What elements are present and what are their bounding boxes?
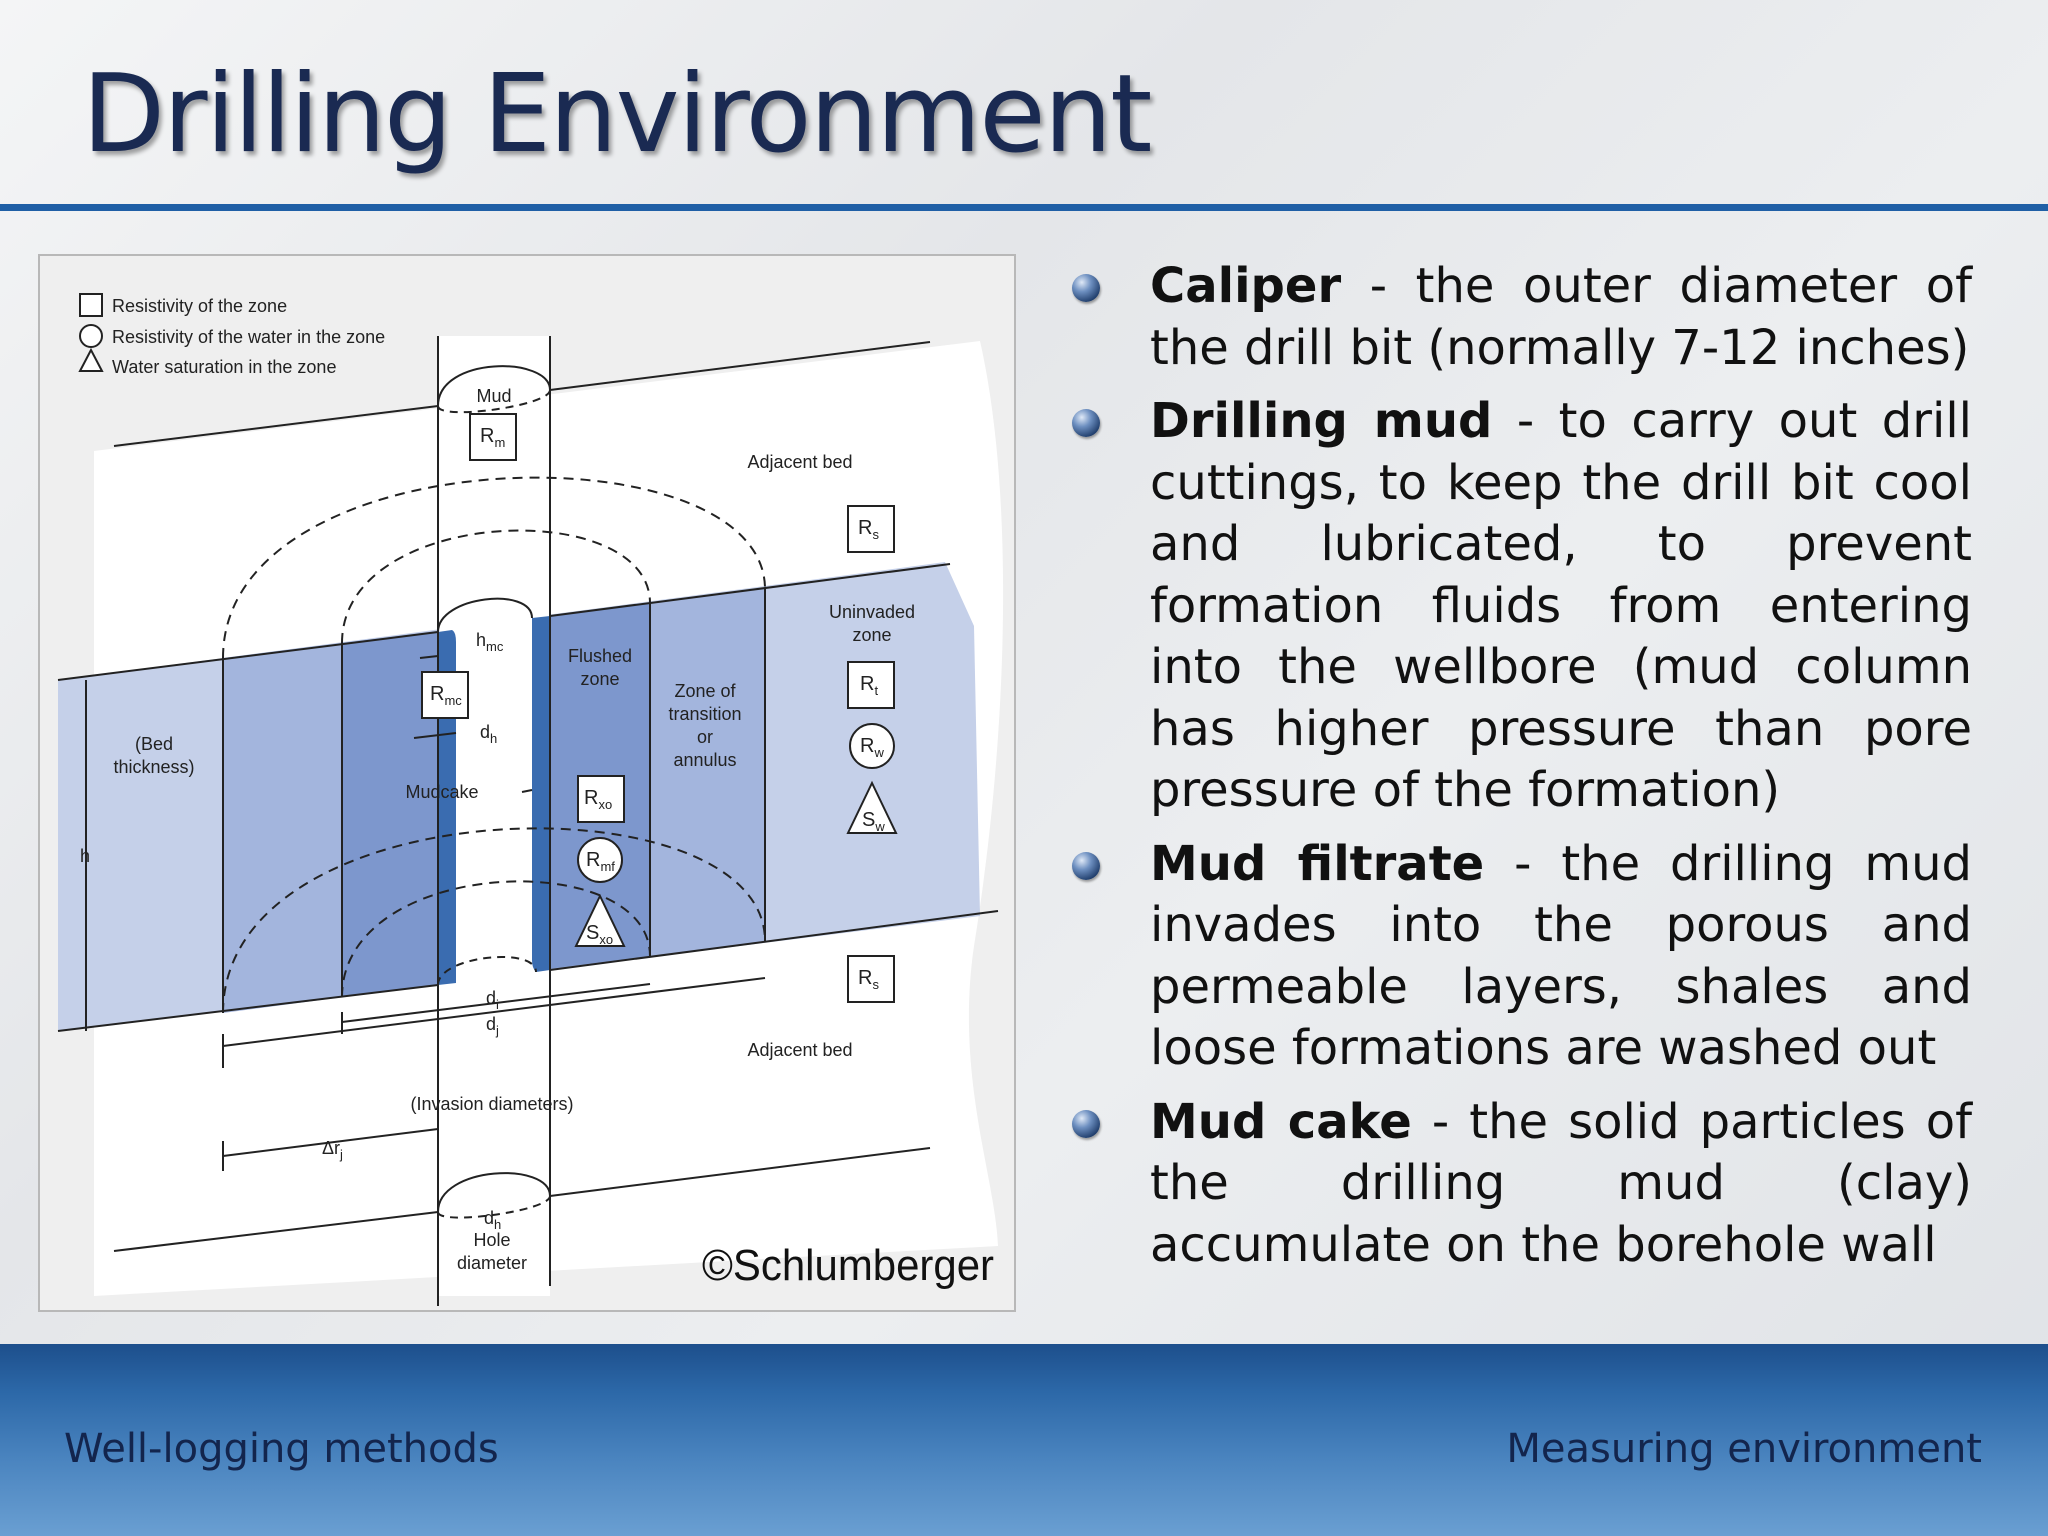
legend-triangle-icon — [78, 347, 104, 372]
symbol-rm: Rm — [480, 425, 505, 450]
bullet-desc: - to carry out drill cuttings, to keep t… — [1150, 393, 1972, 818]
footer-left-text: Well-logging methods — [64, 1426, 499, 1472]
symbol-rt: Rt — [860, 673, 878, 698]
legend-triangle-label: Water saturation in the zone — [112, 357, 336, 377]
flushed-zone-left — [342, 630, 448, 997]
label-dh-mid: dh — [480, 722, 497, 746]
mudcake-right — [532, 616, 550, 972]
copyright: ©Schlumberger — [702, 1241, 994, 1290]
label-adjacent-bed-top: Adjacent bed — [747, 452, 852, 472]
bullet-text: Mud filtrate - the drilling mud invades … — [1150, 834, 1972, 1080]
symbol-sw: Sw — [862, 809, 885, 834]
label-dh-bottom: dh — [484, 1208, 501, 1232]
legend-circle-label: Resistivity of the water in the zone — [112, 327, 385, 347]
footer-band — [0, 1344, 2048, 1536]
legend-square-label: Resistivity of the zone — [112, 296, 287, 316]
bullet-desc: - the outer diameter of the drill bit (n… — [1150, 258, 1972, 376]
bullet-item: Caliper - the outer diameter of the dril… — [1072, 256, 1972, 379]
bullet-dot-icon — [1072, 409, 1100, 437]
label-transition-3: or — [697, 727, 713, 747]
label-delta-rj: Δrj — [322, 1138, 343, 1162]
label-bed-thickness-2: thickness) — [113, 757, 194, 777]
slide-title: Drilling Environment — [82, 52, 1153, 177]
bullet-dot-icon — [1072, 851, 1100, 880]
borehole-diagram: Resistivity of the zone Resistivity of t… — [38, 254, 1016, 1312]
label-hole-1: Hole — [473, 1230, 510, 1250]
borehole — [438, 336, 550, 1296]
label-transition-4: annulus — [673, 750, 736, 770]
label-uninvaded-2: zone — [852, 625, 891, 645]
label-transition-2: transition — [668, 704, 741, 724]
title-underline — [0, 204, 2048, 211]
bullet-list: Caliper - the outer diameter of the dril… — [1072, 256, 1972, 1288]
label-invasion: (Invasion diameters) — [410, 1094, 573, 1114]
label-bed-thickness-1: (Bed — [135, 734, 173, 754]
symbol-rs-bottom: Rs — [858, 967, 879, 992]
label-mudcake: Mudcake — [405, 782, 478, 802]
label-uninvaded-1: Uninvaded — [829, 602, 915, 622]
footer-right-text: Measuring environment — [1506, 1426, 1982, 1472]
bullet-desc: - the solid particles of the drilling mu… — [1150, 1093, 1973, 1273]
bullet-term: Drilling mud — [1150, 393, 1493, 449]
symbol-rmf: Rmf — [586, 849, 615, 874]
bullet-term: Mud cake — [1150, 1093, 1412, 1150]
bullet-item: Mud cake - the solid particles of the dr… — [1072, 1092, 1972, 1277]
label-transition-1: Zone of — [674, 681, 736, 701]
legend-circle-icon — [79, 324, 103, 348]
label-dj: dj — [486, 1014, 499, 1038]
symbol-rs-top: Rs — [858, 517, 879, 542]
label-hmc: hmc — [476, 630, 504, 654]
label-flushed-2: zone — [580, 669, 619, 689]
bullet-text: Caliper - the outer diameter of the dril… — [1150, 256, 1972, 379]
label-di: di — [486, 988, 499, 1012]
bullet-dot-icon — [1072, 1109, 1100, 1138]
symbol-rmc: Rmc — [430, 683, 462, 708]
bullet-text: Drilling mud - to carry out drill cuttin… — [1150, 391, 1972, 822]
bullet-dot-icon — [1072, 274, 1100, 302]
legend-square-icon — [79, 293, 103, 317]
bullet-desc: - the drilling mud invades into the poro… — [1150, 835, 1973, 1077]
symbol-rw: Rw — [860, 735, 884, 760]
label-adjacent-bed-bottom: Adjacent bed — [747, 1040, 852, 1060]
bullet-item: Mud filtrate - the drilling mud invades … — [1072, 834, 1972, 1080]
bullet-term: Caliper — [1150, 258, 1342, 314]
label-flushed-1: Flushed — [568, 646, 632, 666]
bullet-item: Drilling mud - to carry out drill cuttin… — [1072, 391, 1972, 822]
bullet-text: Mud cake - the solid particles of the dr… — [1150, 1092, 1972, 1277]
label-h: h — [80, 846, 90, 866]
symbol-rxo: Rxo — [584, 787, 612, 812]
label-mud: Mud — [476, 386, 511, 406]
symbol-sxo: Sxo — [586, 922, 613, 947]
borehole-diagram-svg: Resistivity of the zone Resistivity of t… — [57, 293, 1004, 1306]
bullet-term: Mud filtrate — [1150, 835, 1485, 892]
label-hole-2: diameter — [457, 1253, 527, 1273]
